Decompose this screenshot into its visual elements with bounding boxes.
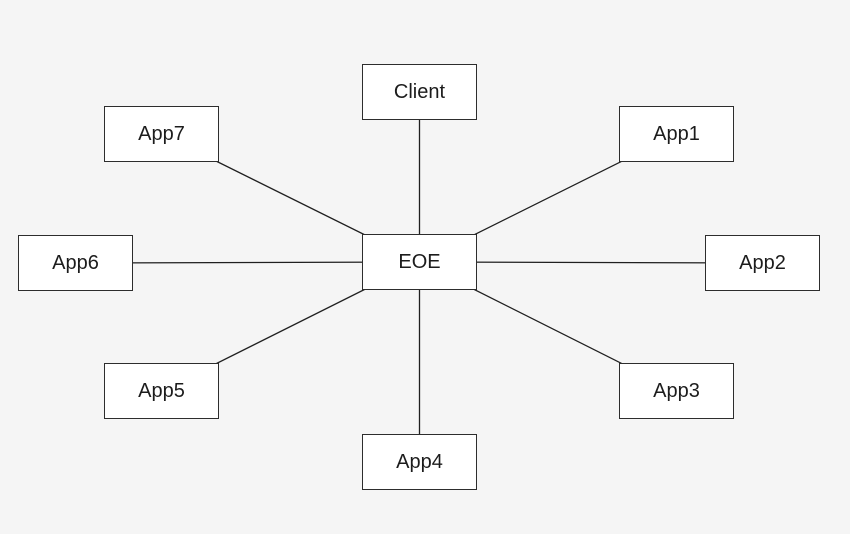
node-app1: App1 <box>619 106 734 162</box>
node-app4: App4 <box>362 434 477 490</box>
node-app6: App6 <box>18 235 133 291</box>
node-app7: App7 <box>104 106 219 162</box>
node-app5: App5 <box>104 363 219 419</box>
node-app2: App2 <box>705 235 820 291</box>
node-app3: App3 <box>619 363 734 419</box>
node-client: Client <box>362 64 477 120</box>
node-eoe: EOE <box>362 234 477 290</box>
